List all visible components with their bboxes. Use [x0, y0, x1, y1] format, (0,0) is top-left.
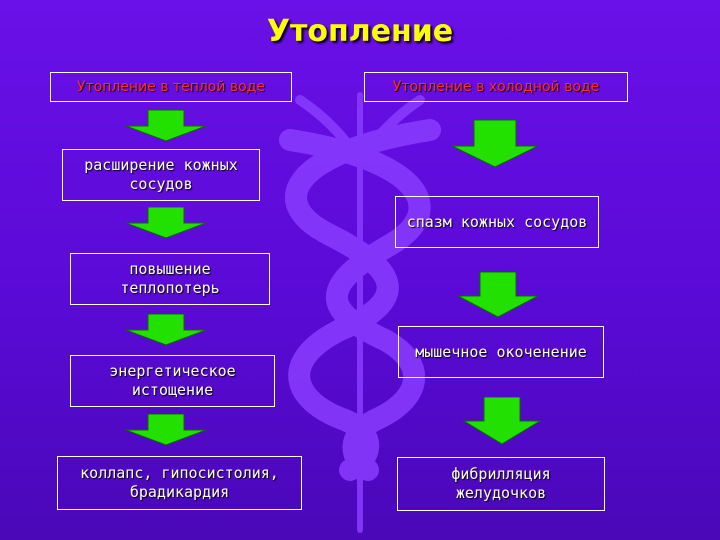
arrow-down-icon — [462, 397, 542, 445]
header-cold-water: Утопление в холодной воде — [364, 72, 628, 102]
step-skin-vessel-dilation: расширение кожных сосудов — [62, 149, 260, 201]
step-skin-vessel-spasm: спазм кожных сосудов — [395, 196, 599, 248]
step-muscle-rigidity: мышечное окоченение — [398, 326, 604, 378]
step-energy-depletion: энергетическое истощение — [70, 355, 275, 407]
page-title: Утопление — [266, 14, 454, 49]
step-collapse: коллапс, гипосистолия, брадикардия — [57, 456, 302, 510]
step-heat-loss-increase: повышение теплопотерь — [70, 253, 270, 305]
header-warm-water: Утопление в теплой воде — [50, 72, 292, 102]
arrow-down-icon — [125, 414, 207, 446]
arrow-down-icon — [457, 272, 539, 318]
arrow-down-icon — [125, 110, 207, 142]
arrow-down-icon — [125, 314, 207, 346]
arrow-down-icon — [125, 207, 207, 239]
arrow-down-icon — [451, 120, 539, 168]
step-ventricular-fibrillation: фибрилляция желудочков — [397, 457, 605, 511]
